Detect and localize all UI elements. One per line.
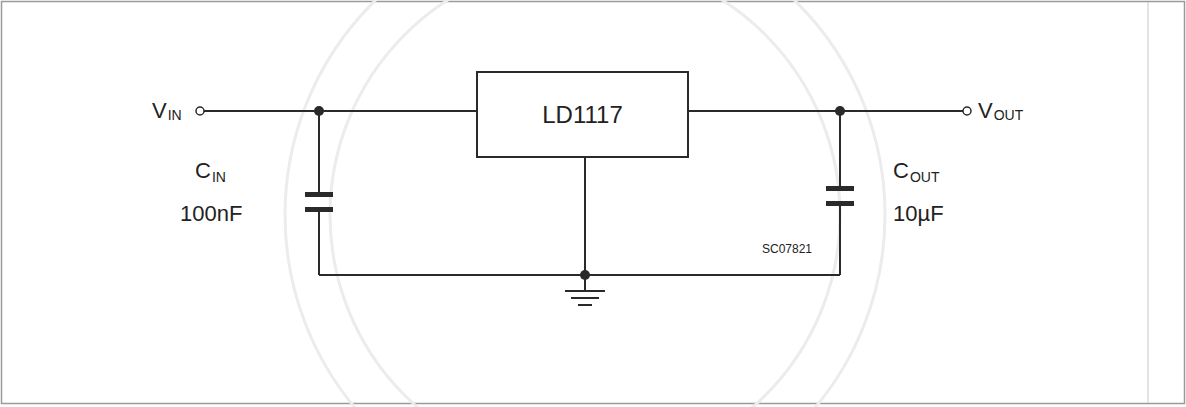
part-value: 100nF bbox=[180, 203, 242, 225]
capacitor-symbol bbox=[305, 192, 333, 212]
capacitor-plate bbox=[305, 192, 333, 197]
signal-subscript: IN bbox=[168, 108, 182, 122]
wire bbox=[318, 111, 320, 192]
ground-symbol bbox=[565, 291, 605, 305]
junction-dot bbox=[580, 270, 590, 280]
capacitor-plate bbox=[826, 201, 854, 206]
wire bbox=[204, 110, 476, 112]
part-name: C bbox=[893, 160, 909, 182]
part-subscript: OUT bbox=[910, 170, 940, 184]
capacitor-symbol bbox=[826, 186, 854, 206]
signal-subscript: OUT bbox=[994, 108, 1024, 122]
watermark-seal bbox=[285, 0, 885, 407]
part-name: LD1117 bbox=[542, 103, 623, 127]
regulator-box: LD1117 bbox=[476, 71, 689, 158]
signal-name: V bbox=[978, 100, 993, 122]
frame-line bbox=[1148, 2, 1149, 403]
wire bbox=[689, 110, 963, 112]
wire bbox=[839, 206, 841, 275]
part-value: 10µF bbox=[893, 203, 944, 225]
wire bbox=[318, 212, 320, 275]
capacitor-plate bbox=[305, 207, 333, 212]
part-subscript: IN bbox=[212, 170, 226, 184]
part-name: C bbox=[195, 160, 211, 182]
ground-bus bbox=[319, 274, 840, 276]
capacitor-plate bbox=[826, 186, 854, 191]
figure-code: SC07821 bbox=[762, 243, 812, 255]
wire bbox=[839, 111, 841, 186]
junction-dot bbox=[314, 106, 324, 116]
terminal bbox=[963, 107, 971, 115]
junction-dot bbox=[835, 106, 845, 116]
signal-name: V bbox=[152, 100, 167, 122]
terminal bbox=[196, 107, 204, 115]
